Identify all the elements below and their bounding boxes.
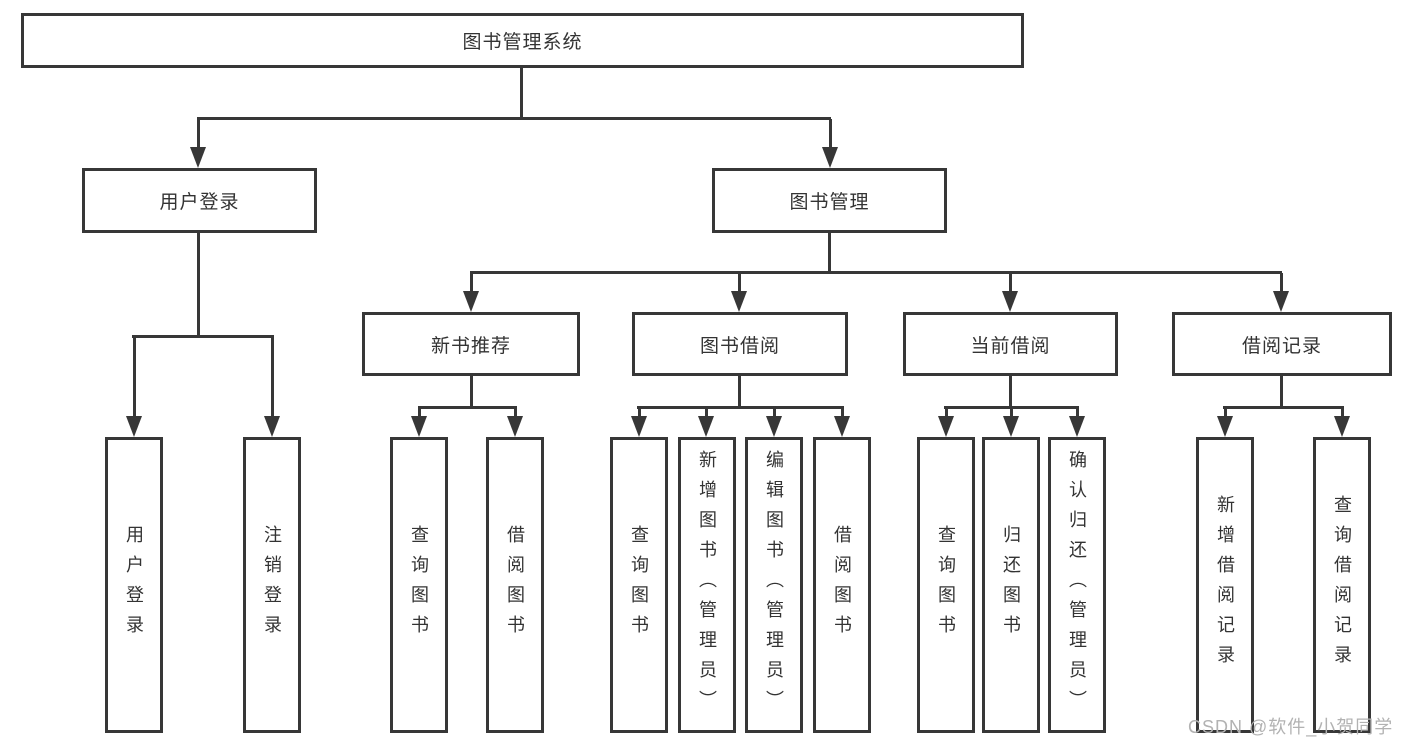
leaf-label: 注销登录	[262, 525, 282, 645]
node-book-management: 图书管理	[712, 168, 947, 233]
connector-line	[197, 231, 200, 337]
connector-line	[1280, 374, 1283, 409]
node-label: 当前借阅	[970, 335, 1051, 357]
leaf-label: 借阅图书	[505, 525, 525, 645]
node-label: 用户登录	[159, 192, 240, 213]
node-root-system: 图书管理系统	[21, 13, 1024, 68]
leaf-add-borrow-record: 新增借阅记录	[1196, 437, 1254, 733]
arrow-down-icon	[1334, 408, 1351, 437]
leaf-label: 查询图书	[629, 525, 649, 645]
connector-line	[738, 374, 741, 409]
leaf-label: 查询图书	[409, 525, 429, 645]
arrow-down-icon	[698, 408, 715, 437]
node-label: 借阅记录	[1241, 335, 1322, 357]
node-label: 图书借阅	[699, 335, 780, 357]
arrow-down-icon	[834, 408, 851, 437]
arrow-down-icon	[126, 337, 143, 437]
leaf-label: 新增图书（管理员）	[697, 450, 717, 720]
leaf-add-books-admin: 新增图书（管理员）	[678, 437, 736, 733]
arrow-down-icon	[1273, 273, 1290, 312]
leaf-edit-books-admin: 编辑图书（管理员）	[745, 437, 803, 733]
leaf-query-books-current: 查询图书	[917, 437, 975, 733]
leaf-label: 新增借阅记录	[1215, 495, 1235, 675]
leaf-label: 归还图书	[1001, 525, 1021, 645]
leaf-return-books: 归还图书	[982, 437, 1040, 733]
leaf-label: 编辑图书（管理员）	[764, 450, 784, 720]
node-borrowing-records: 借阅记录	[1172, 312, 1392, 376]
connector-line	[1223, 406, 1344, 409]
leaf-query-borrow-record: 查询借阅记录	[1313, 437, 1371, 733]
connector-line	[520, 66, 523, 120]
leaf-label: 查询图书	[936, 525, 956, 645]
arrow-down-icon	[631, 408, 648, 437]
arrow-down-icon	[1002, 273, 1019, 312]
node-label: 图书管理	[789, 192, 870, 213]
leaf-label: 借阅图书	[832, 525, 852, 645]
node-label: 新书推荐	[430, 335, 511, 357]
arrow-down-icon	[190, 119, 207, 168]
arrow-down-icon	[938, 408, 955, 437]
node-book-borrowing: 图书借阅	[632, 312, 848, 376]
leaf-label: 确认归还（管理员）	[1067, 450, 1087, 720]
connector-line	[944, 406, 1079, 409]
connector-line	[197, 117, 831, 120]
arrow-down-icon	[822, 119, 839, 168]
leaf-label: 查询借阅记录	[1332, 495, 1352, 675]
leaf-borrow-books: 借阅图书	[813, 437, 871, 733]
arrow-down-icon	[1069, 408, 1086, 437]
connector-line	[132, 335, 274, 338]
connector-line	[828, 231, 831, 274]
connector-line	[1009, 374, 1012, 409]
node-label: 图书管理系统	[462, 32, 583, 53]
arrow-down-icon	[411, 408, 428, 437]
arrow-down-icon	[1217, 408, 1234, 437]
leaf-borrow-books-recommend: 借阅图书	[486, 437, 544, 733]
leaf-query-books-recommend: 查询图书	[390, 437, 448, 733]
arrow-down-icon	[264, 337, 281, 437]
leaf-query-books-borrow: 查询图书	[610, 437, 668, 733]
leaf-logout: 注销登录	[243, 437, 301, 733]
connector-line	[418, 406, 517, 409]
leaf-confirm-return-admin: 确认归还（管理员）	[1048, 437, 1106, 733]
leaf-user-login: 用户登录	[105, 437, 163, 733]
leaf-label: 用户登录	[124, 525, 144, 645]
arrow-down-icon	[507, 408, 524, 437]
arrow-down-icon	[731, 273, 748, 312]
connector-line	[470, 271, 1282, 274]
node-user-login: 用户登录	[82, 168, 317, 233]
arrow-down-icon	[766, 408, 783, 437]
arrow-down-icon	[463, 273, 480, 312]
arrow-down-icon	[1003, 408, 1020, 437]
node-new-book-recommend: 新书推荐	[362, 312, 580, 376]
connector-line	[470, 374, 473, 409]
node-current-borrowing: 当前借阅	[903, 312, 1118, 376]
connector-line	[637, 406, 844, 409]
watermark: CSDN @软件_小贺同学	[1188, 717, 1394, 737]
